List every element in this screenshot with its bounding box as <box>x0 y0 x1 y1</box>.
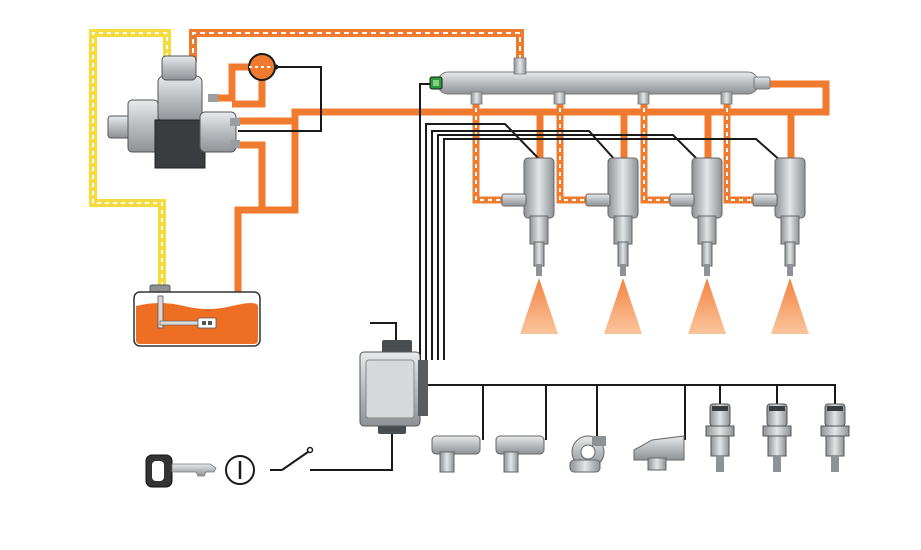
injector-feed-lines <box>472 100 795 204</box>
fuel-spray <box>520 278 558 334</box>
ignition-switch-icon[interactable] <box>225 455 255 485</box>
temp-sensor-1[interactable] <box>705 403 735 472</box>
crank-sensor[interactable] <box>431 435 481 473</box>
injector-1[interactable] <box>501 157 558 334</box>
high-pressure-pump[interactable] <box>107 55 240 169</box>
low-pressure-supply-line <box>89 29 171 286</box>
air-mass-sensor[interactable] <box>633 435 685 471</box>
engine-control-unit[interactable] <box>359 340 428 434</box>
high-pressure-line <box>215 63 830 296</box>
injector-2[interactable] <box>585 157 642 334</box>
rail-return-line <box>189 29 524 62</box>
fuel-spray <box>771 278 809 334</box>
pedal-sensor[interactable] <box>569 435 606 473</box>
ignition-key-icon[interactable] <box>145 454 217 488</box>
fuel-spray <box>688 278 726 334</box>
cam-sensor[interactable] <box>495 435 545 473</box>
injector-3[interactable] <box>669 157 726 334</box>
ignition-contact <box>270 446 322 471</box>
pressure-control-valve[interactable] <box>248 53 279 81</box>
fuel-tank[interactable] <box>133 284 261 347</box>
temp-sensor-3[interactable] <box>820 403 850 472</box>
temp-sensor-2[interactable] <box>762 403 792 472</box>
fuel-spray <box>604 278 642 334</box>
common-rail[interactable] <box>437 57 771 105</box>
rail-pressure-sensor[interactable] <box>429 76 443 90</box>
signal-wiring <box>238 66 836 471</box>
injector-4[interactable] <box>752 157 809 334</box>
